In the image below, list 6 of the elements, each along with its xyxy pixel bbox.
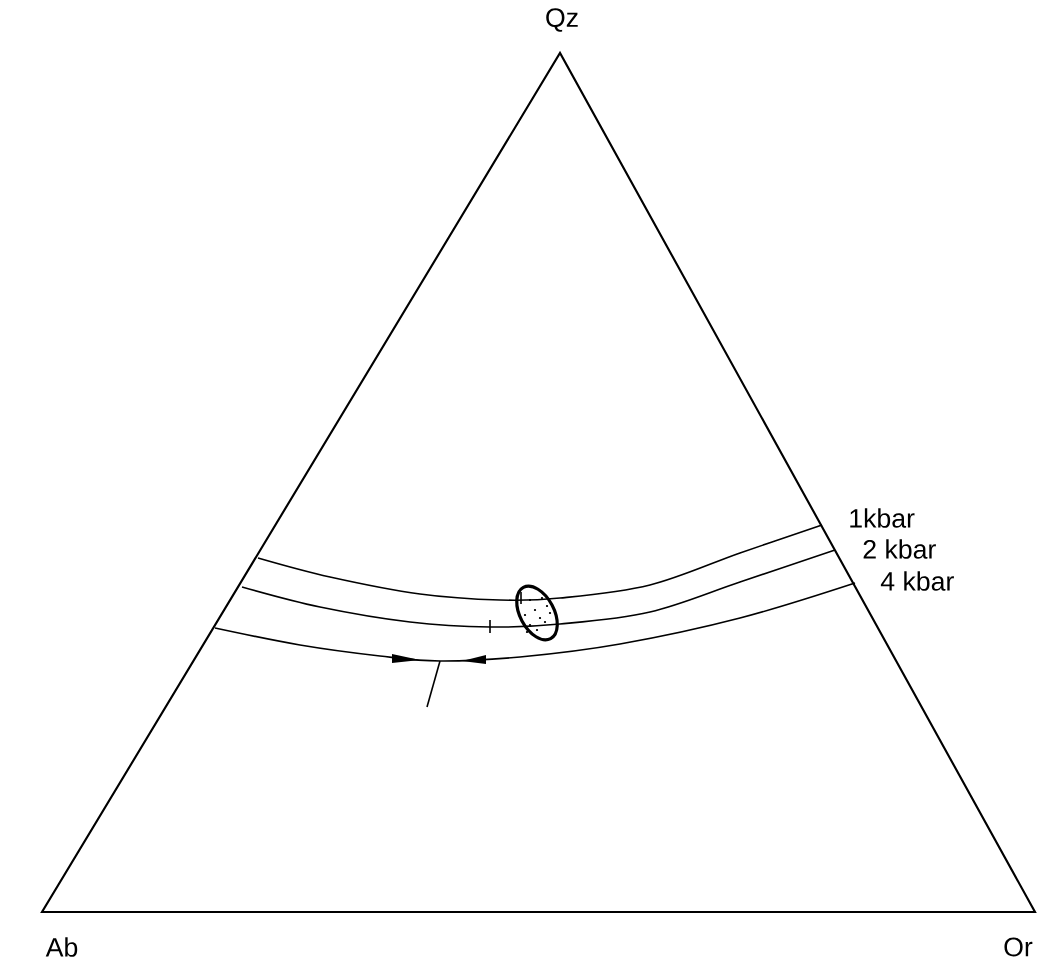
vertex-label: Ab [45, 937, 78, 957]
vertex-label: Or [1004, 937, 1033, 957]
pressure-label: 4 kbar [880, 571, 954, 591]
vertex-label: Qz [546, 8, 578, 32]
pressure-label: 2 kbar [863, 539, 936, 559]
pressure-label: 1kbar [850, 508, 915, 528]
